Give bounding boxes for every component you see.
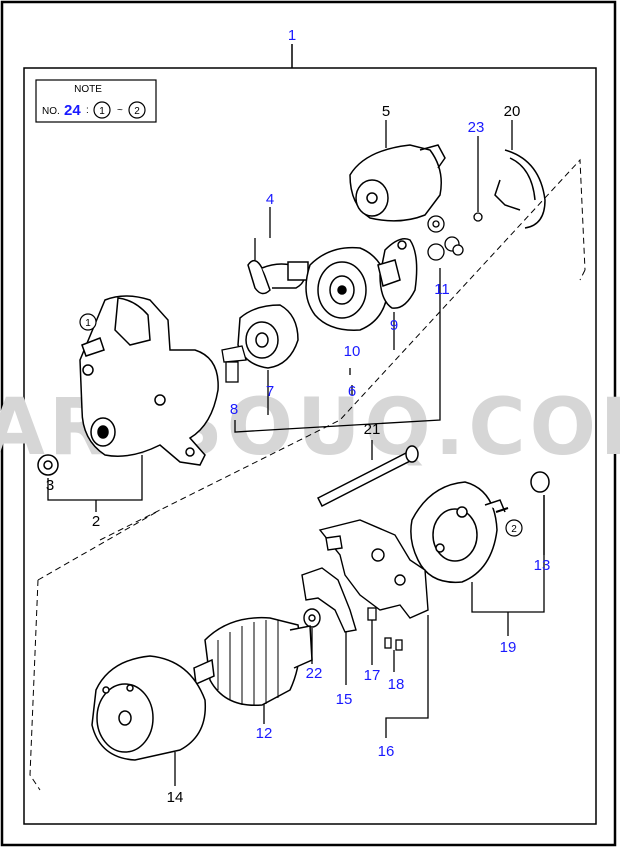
note-from: 1 (99, 106, 105, 117)
label-19: 19 (500, 639, 517, 656)
label-4: 4 (266, 191, 274, 208)
note-prefix: NO. (42, 106, 60, 117)
part-18-brush-springs (384, 637, 403, 651)
marker-2-circle (505, 519, 523, 537)
part-8-pinion-gear (221, 345, 247, 383)
part-20-clip-ring (494, 149, 546, 229)
label-10: 10 (344, 343, 361, 360)
note-to: 2 (134, 106, 140, 117)
label-16: 16 (378, 743, 395, 760)
note-box: NOTE NO. 24 : 1 ~ 2 (35, 79, 157, 123)
screw-near-cover (495, 507, 509, 513)
marker-2-text: 2 (511, 524, 517, 535)
label-8: 8 (230, 401, 238, 418)
callout-labels: 1 2 3 4 5 6 7 8 9 10 11 12 13 14 15 16 1… (46, 27, 551, 806)
label-14: 14 (167, 789, 184, 806)
label-12: 12 (256, 725, 273, 742)
label-11: 11 (434, 281, 450, 298)
marker-1-text: 1 (85, 318, 91, 329)
note-colon: : (86, 105, 89, 116)
label-22: 22 (306, 665, 323, 682)
part-23-ring (473, 212, 483, 222)
label-2: 2 (92, 513, 100, 530)
note-number: 24 (64, 102, 81, 119)
label-23: 23 (468, 119, 485, 136)
part-7-pinion-drive (237, 304, 299, 369)
part-4-lever (247, 259, 309, 295)
label-17: 17 (364, 667, 381, 684)
label-18: 18 (388, 676, 405, 693)
label-20: 20 (504, 103, 521, 120)
part-17-brush (367, 607, 377, 621)
part-21-through-bolt (316, 445, 419, 508)
note-tilde: ~ (117, 105, 123, 116)
label-15: 15 (336, 691, 353, 708)
label-6: 6 (348, 383, 356, 400)
marker-1-circle (79, 313, 97, 331)
label-13: 13 (534, 557, 551, 574)
label-7: 7 (266, 383, 274, 400)
part-14-yoke (91, 655, 207, 761)
part-15-brush-plate (301, 567, 357, 633)
part-13-cap (530, 471, 550, 493)
alignment-lines (29, 158, 586, 791)
part-10-gear-housing (305, 246, 389, 331)
part-12-armature (193, 616, 313, 707)
label-3: 3 (46, 477, 54, 494)
assembly-frame (23, 67, 597, 825)
part-22-washer (303, 608, 321, 628)
note-title: NOTE (74, 84, 102, 95)
part-16-brush-holder (318, 519, 429, 619)
part-5-solenoid (349, 144, 446, 222)
note-circle-to (128, 101, 146, 119)
part-19-rear-cover (410, 481, 506, 584)
note-circle-from (93, 101, 111, 119)
label-21: 21 (364, 421, 381, 438)
part-9-gear-plate (377, 238, 418, 309)
label-5: 5 (382, 103, 390, 120)
label-9: 9 (390, 317, 398, 334)
leader-lines (47, 120, 545, 786)
part-2-front-housing (79, 295, 219, 466)
part-3-bushing (37, 454, 59, 476)
part-11-planet-gears (427, 215, 464, 261)
label-1: 1 (288, 27, 296, 44)
